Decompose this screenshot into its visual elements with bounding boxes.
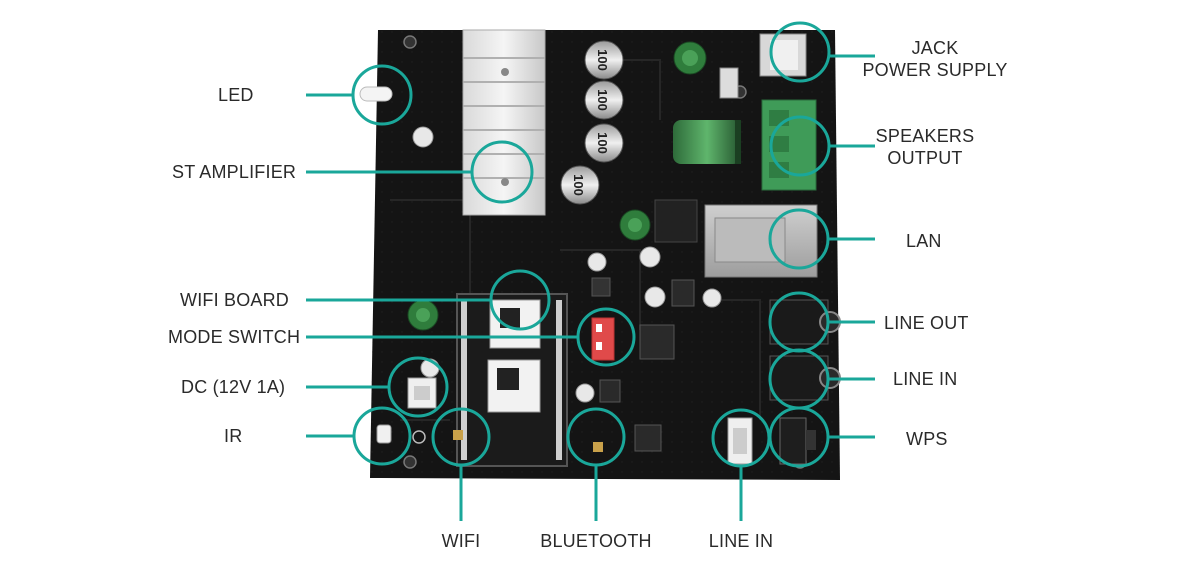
inductor-label: 100 — [595, 132, 610, 154]
label-output: OUTPUT — [887, 148, 963, 168]
label-ir: IR — [224, 426, 243, 446]
label-wifi-board: WIFI BOARD — [180, 290, 289, 310]
capacitor-mid — [619, 209, 651, 241]
callout-circles — [351, 21, 831, 468]
ir-receiver — [376, 424, 426, 444]
inductor-label: 100 — [571, 174, 586, 196]
dc-connector — [407, 377, 437, 409]
dc-jack — [759, 33, 807, 77]
label-line-in-right: LINE IN — [893, 369, 958, 389]
label-speakers: SPEAKERS — [875, 126, 975, 146]
label-line-out: LINE OUT — [884, 313, 969, 333]
inductor-3: 100 — [584, 123, 624, 163]
line-out-jack — [769, 299, 841, 345]
mode-switch — [591, 317, 615, 361]
label-jack: JACK — [911, 38, 959, 58]
label-mode-switch: MODE SWITCH — [168, 327, 301, 347]
inductor-4: 100 — [560, 165, 600, 205]
inductor-1: 100 — [584, 40, 624, 80]
label-wifi: WIFI — [441, 531, 481, 551]
wps-button — [779, 417, 816, 465]
label-line-in-bottom: LINE IN — [708, 531, 774, 551]
led — [359, 86, 393, 102]
inductor-label: 100 — [595, 89, 610, 111]
label-st-amplifier: ST AMPLIFIER — [172, 162, 297, 182]
label-bluetooth: BLUETOOTH — [540, 531, 652, 551]
label-wps: WPS — [906, 429, 948, 449]
label-dc: DC (12V 1A) — [181, 377, 286, 397]
capacitor-large — [673, 120, 741, 164]
bluetooth-antenna — [593, 442, 603, 452]
label-power-supply: POWER SUPPLY — [862, 60, 1008, 80]
label-lan: LAN — [906, 231, 942, 251]
capacitor-top — [673, 41, 707, 75]
capacitor-left — [407, 299, 439, 331]
line-in-connector-bottom — [727, 417, 753, 465]
lan-port — [704, 204, 818, 278]
inductor-2: 100 — [584, 80, 624, 120]
chips — [591, 67, 739, 452]
callout-lines — [306, 54, 875, 521]
capacitor-small — [412, 126, 722, 403]
label-led: LED — [218, 85, 254, 105]
wifi-module — [456, 293, 568, 467]
wifi-antenna — [453, 430, 463, 440]
inductor-label: 100 — [595, 49, 610, 71]
